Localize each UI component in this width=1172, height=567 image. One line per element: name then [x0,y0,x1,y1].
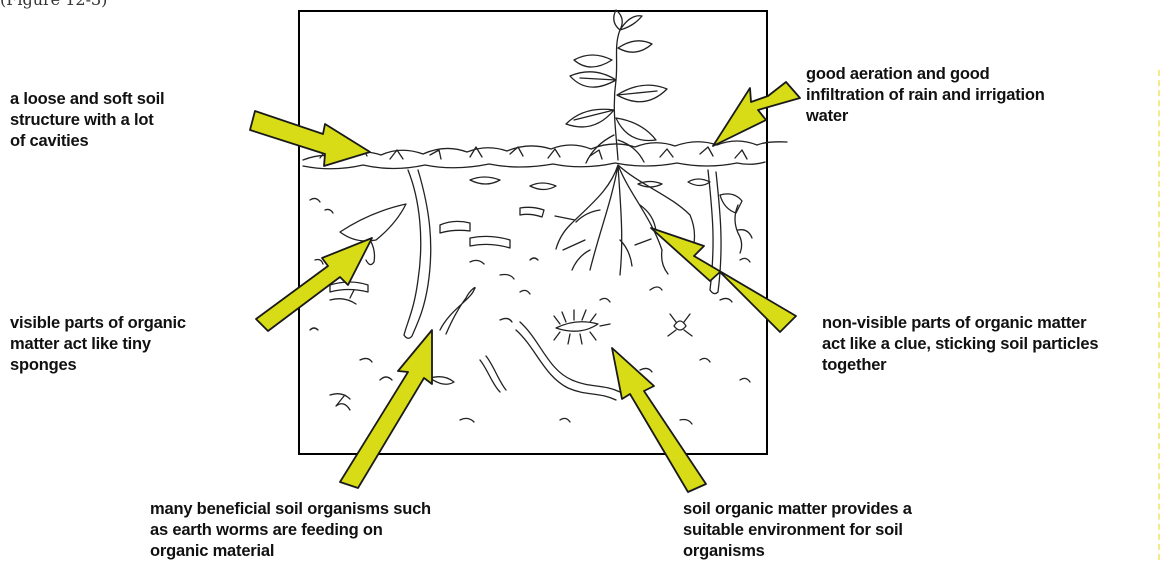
margin-dashed-line [1158,70,1160,560]
label-line: water [806,106,1045,127]
label-line: of cavities [10,131,164,152]
label-line: organic material [150,541,431,562]
label-line: good aeration and good [806,64,1045,85]
label-line: infiltration of rain and irrigation [806,85,1045,106]
label-line: a loose and soft soil [10,89,164,110]
label-line: together [822,355,1098,376]
label-loose-soil-structure: a loose and soft soil structure with a l… [10,89,164,152]
label-visible-organic-matter: visible parts of organic matter act like… [10,313,186,376]
label-line: act like a clue, sticking soil particles [822,334,1098,355]
label-line: non-visible parts of organic matter [822,313,1098,334]
label-line: soil organic matter provides a [683,499,912,520]
label-line: organisms [683,541,912,562]
label-line: many beneficial soil organisms such [150,499,431,520]
label-line: matter act like tiny [10,334,186,355]
label-aeration-infiltration: good aeration and good infiltration of r… [806,64,1045,127]
label-suitable-environment: soil organic matter provides a suitable … [683,499,912,562]
diagram-frame [299,11,767,454]
label-line: as earth worms are feeding on [150,520,431,541]
label-nonvisible-organic-matter: non-visible parts of organic matter act … [822,313,1098,376]
label-line: structure with a lot [10,110,164,131]
label-line: sponges [10,355,186,376]
label-line: visible parts of organic [10,313,186,334]
label-line: suitable environment for soil [683,520,912,541]
label-beneficial-organisms: many beneficial soil organisms such as e… [150,499,431,562]
